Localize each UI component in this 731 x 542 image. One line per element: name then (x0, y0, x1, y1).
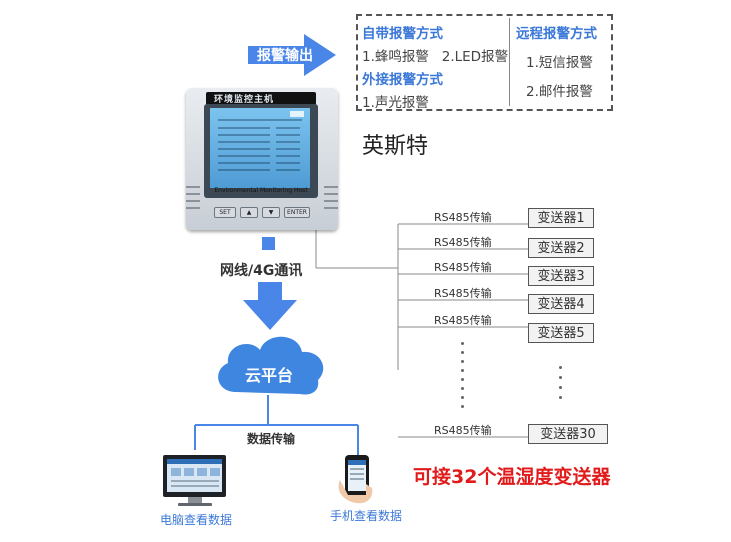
transmitter-box: 变送器5 (528, 323, 594, 343)
vent-icon (186, 193, 200, 195)
remote-alarm-item-email: 2.邮件报警 (526, 84, 593, 100)
vent-icon (324, 193, 338, 195)
external-alarm-title: 外接报警方式 (362, 72, 443, 88)
vent-icon (324, 200, 338, 202)
transmitter-box: 变送器2 (528, 238, 594, 258)
computer-icon (163, 455, 226, 506)
screen-readings-graphic (218, 111, 304, 171)
rs485-label: RS485传输 (434, 424, 492, 437)
transmitter-box: 变送器3 (528, 266, 594, 286)
ellipsis-dot (461, 378, 464, 381)
device-caption: Environmental Monitoring Host (214, 187, 308, 194)
ellipsis-dot (461, 360, 464, 363)
ellipsis-dot (559, 386, 562, 389)
vent-icon (186, 200, 200, 202)
phone-view-label: 手机查看数据 (330, 509, 403, 523)
ellipsis-dot (461, 342, 464, 345)
alarm-arrow-icon (248, 34, 336, 76)
transmitter-box: 变送器4 (528, 294, 594, 314)
ellipsis-dot (461, 369, 464, 372)
down-button[interactable]: ▼ (262, 207, 280, 218)
vent-icon (186, 186, 200, 188)
rs485-label: RS485传输 (434, 211, 492, 224)
ellipsis-dot (461, 396, 464, 399)
transmitter-box-last: 变送器30 (528, 424, 608, 444)
vent-icon (324, 207, 338, 209)
alarm-box-divider (509, 18, 510, 106)
mobile-phone-icon (338, 455, 373, 504)
remote-alarm-item-sms: 1.短信报警 (526, 55, 593, 71)
brand-name: 英斯特 (362, 134, 429, 159)
network-label: 网线/4G通讯 (220, 263, 303, 279)
ellipsis-dot (559, 366, 562, 369)
down-arrow-icon (243, 282, 297, 330)
alarm-output-label: 报警输出 (257, 48, 313, 64)
enter-button[interactable]: ENTER (284, 207, 310, 218)
vent-icon (324, 186, 338, 188)
alarm-mode-box (356, 14, 613, 111)
ellipsis-dot (461, 387, 464, 390)
remote-alarm-title: 远程报警方式 (516, 26, 597, 42)
rs485-label: RS485传输 (434, 314, 492, 327)
ellipsis-dot (461, 405, 464, 408)
external-alarm-items: 1.声光报警 (362, 95, 429, 111)
ellipsis-dot (559, 396, 562, 399)
vent-icon (186, 207, 200, 209)
device-nameplate: 环境监控主机 (206, 92, 316, 105)
builtin-alarm-title: 自带报警方式 (362, 26, 443, 42)
rs485-label: RS485传输 (434, 261, 492, 274)
pc-view-label: 电脑查看数据 (160, 513, 233, 527)
device-plate-text: 环境监控主机 (214, 95, 275, 105)
set-button[interactable]: SET (214, 207, 236, 218)
rs485-label: RS485传输 (434, 236, 492, 249)
cloud-icon (218, 336, 324, 395)
ellipsis-dot (559, 376, 562, 379)
transmitter-box: 变送器1 (528, 208, 594, 228)
builtin-alarm-items: 1.蜂鸣报警 2.LED报警 (362, 49, 509, 65)
summary-text: 可接32个温湿度变送器 (413, 466, 611, 488)
rs485-label: RS485传输 (434, 287, 492, 300)
device-screen (210, 108, 310, 188)
cloud-platform-label: 云平台 (245, 366, 294, 385)
data-transfer-label: 数据传输 (247, 432, 296, 446)
up-button[interactable]: ▲ (240, 207, 258, 218)
ellipsis-dot (461, 351, 464, 354)
